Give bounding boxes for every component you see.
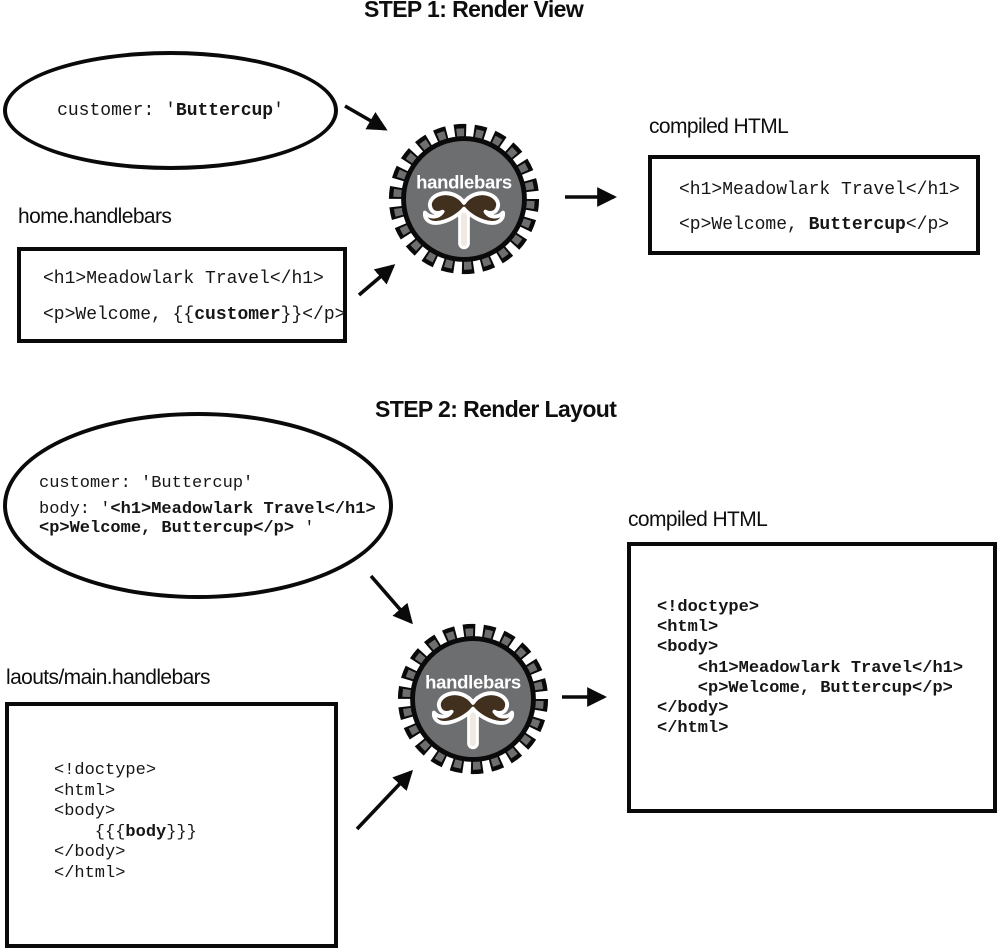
mustache-stem: [458, 209, 470, 250]
handlebars-wordmark: handlebars: [416, 171, 512, 192]
step1-output-label: compiled HTML: [649, 115, 789, 138]
step2-title: STEP 2: Render Layout: [375, 396, 617, 422]
code-line: <h1>Meadowlark Travel</h1>: [679, 180, 960, 200]
gear-body: [401, 136, 527, 262]
step2-output-label: compiled HTML: [628, 508, 768, 531]
code-line: </body>: [54, 843, 126, 862]
code-line: <p>Welcome, Buttercup</p>: [679, 215, 950, 235]
step2-context-ellipse: customer: 'Buttercup' body: '<h1>Meadowla…: [3, 412, 393, 599]
mustache-shape: [422, 191, 506, 225]
code-line: <html>: [657, 618, 719, 638]
code-line: customer: 'Buttercup': [57, 100, 284, 121]
step1-template-label: home.handlebars: [18, 205, 172, 228]
code-line: <p>Welcome, {{customer}}</p>: [43, 305, 346, 325]
code-line: <body>: [54, 802, 116, 821]
step1-output-box: <h1>Meadowlark Travel</h1> <p>Welcome, Bu…: [648, 155, 980, 255]
code-line: </html>: [657, 719, 729, 739]
code-line: {{{body}}}: [54, 822, 197, 842]
code-line: </body>: [657, 699, 729, 719]
step1-template-code: <h1>Meadowlark Travel</h1> <p>Welcome, {{…: [43, 261, 346, 333]
step1-output-code: <h1>Meadowlark Travel</h1> <p>Welcome, Bu…: [679, 173, 976, 243]
arrow-template-to-engine-step2: [355, 769, 414, 831]
code-line: <html>: [54, 781, 116, 801]
code-line: <p>Welcome, Buttercup</p> ': [39, 518, 315, 538]
gear-teeth: [393, 128, 535, 270]
step1-context-ellipse: customer: 'Buttercup': [3, 51, 338, 170]
code-line: <h1>Meadowlark Travel</h1>: [43, 269, 324, 289]
code-line: <body>: [657, 638, 719, 658]
code-line: <p>Welcome, Buttercup</p>: [657, 678, 953, 698]
step2-template-box: <!doctype><html><body> {{{body}}}</body>…: [5, 702, 338, 948]
step1-title: STEP 1: Render View: [364, 0, 584, 22]
code-line: customer: 'Buttercup': [39, 473, 254, 493]
handlebars-wordmark: handlebars: [425, 671, 521, 692]
gear-body: [410, 636, 536, 762]
handlebars-engine-icon: handlebars: [397, 623, 549, 775]
arrow-context-to-engine-step2: [369, 574, 413, 625]
mustache-shape: [431, 691, 515, 725]
mustache-stem: [467, 709, 479, 750]
mustache-icon: [422, 191, 506, 250]
step2-template-label: laouts/main.handlebars: [6, 666, 211, 689]
step2-output-box: <!doctype><html><body> <h1>Meadowlark Tr…: [627, 542, 997, 813]
handlebars-engine-icon: handlebars: [388, 123, 540, 275]
step2-context-code: customer: 'Buttercup' body: '<h1>Meadowla…: [39, 474, 376, 538]
step2-output-code: <!doctype><html><body> <h1>Meadowlark Tr…: [657, 598, 993, 739]
mustache-icon: [431, 691, 515, 750]
arrow-context-to-engine-step1: [344, 104, 388, 131]
code-line: <h1>Meadowlark Travel</h1>: [657, 658, 964, 678]
code-line: <!doctype>: [54, 761, 157, 780]
gear-teeth: [402, 628, 544, 770]
code-line: </html>: [54, 863, 126, 883]
step1-template-box: <h1>Meadowlark Travel</h1> <p>Welcome, {{…: [17, 247, 347, 343]
step1-context-code: customer: 'Buttercup': [57, 99, 284, 123]
step2-template-code: <!doctype><html><body> {{{body}}}</body>…: [54, 761, 334, 884]
code-line: body: '<h1>Meadowlark Travel</h1>: [39, 499, 376, 519]
code-line: <!doctype>: [657, 598, 760, 617]
